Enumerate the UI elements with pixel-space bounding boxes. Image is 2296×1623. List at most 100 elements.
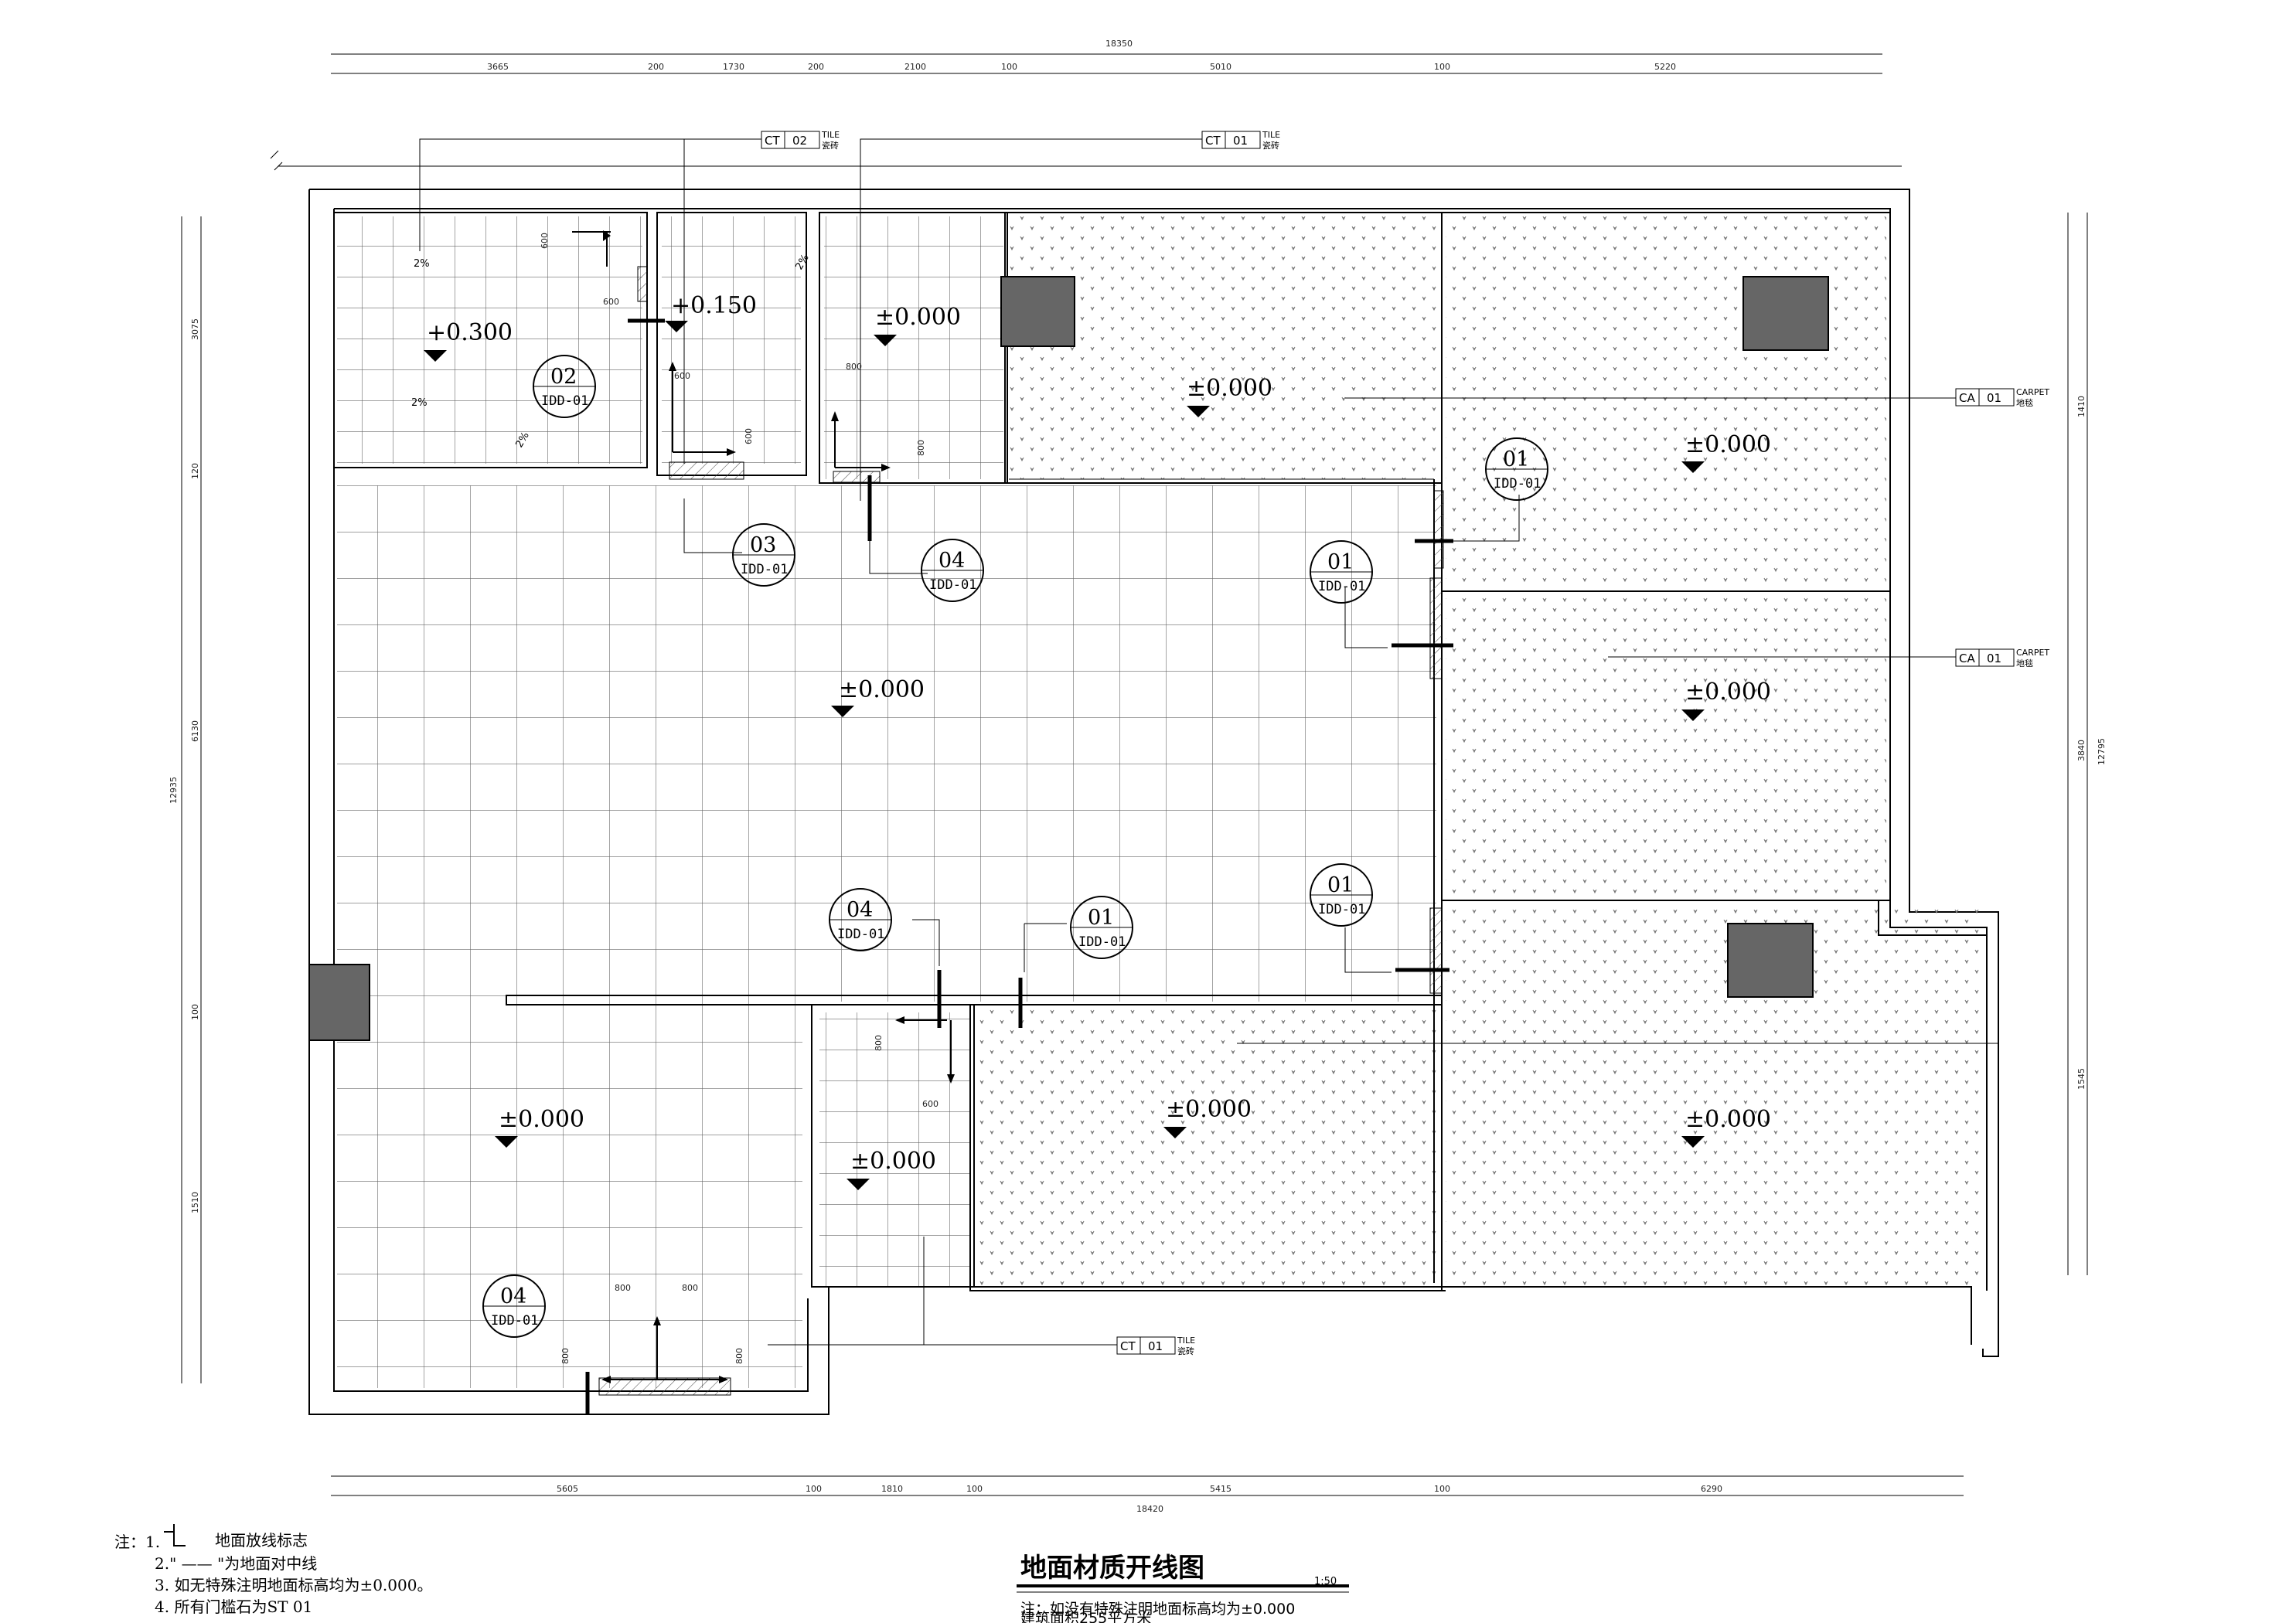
detail-tag-sheet: IDD-01 [1318, 579, 1365, 594]
setting-out-marks [572, 230, 955, 1383]
dim-local: 800 [615, 1283, 631, 1293]
material-number: 01 [1148, 1339, 1163, 1353]
material-code: CA [1959, 391, 1975, 405]
dim-top-seg: 200 [648, 62, 664, 72]
material-en: TILE [821, 130, 840, 140]
material-cn: 地毯 [2016, 397, 2033, 408]
material-cn: 瓷砖 [1177, 1346, 1194, 1356]
dim-local: 800 [682, 1283, 698, 1293]
column [308, 964, 370, 1041]
dim-bottom-seg: 100 [1434, 1484, 1450, 1494]
dim-top-seg: 3665 [487, 62, 509, 72]
dim-right-total: 12795 [2097, 738, 2107, 765]
level-text: ±0.000 [850, 1148, 936, 1175]
dimension-lines [181, 53, 2088, 1496]
detail-tag-sheet: IDD-01 [837, 927, 884, 942]
material-code: CT [1205, 134, 1221, 148]
note-line-1a: 注：1. [114, 1533, 160, 1551]
dim-top-seg: 1730 [723, 62, 744, 72]
dim-top-seg: 100 [1434, 62, 1450, 72]
detail-tag-number: 04 [847, 898, 873, 922]
column [1000, 276, 1075, 347]
dim-local: 800 [846, 362, 862, 372]
dim-left-seg: 3075 [190, 318, 200, 340]
level-texts: +0.300 +0.150 ±0.000 ±0.000 ±0.000 ±0.00… [427, 292, 1771, 1175]
slope-label: 2% [411, 397, 428, 409]
dim-top-seg: 5010 [1210, 62, 1231, 72]
leader-lines [419, 138, 1998, 1346]
dim-local: 600 [603, 297, 619, 307]
material-en: TILE [1262, 130, 1280, 140]
dim-left-seg: 6130 [190, 720, 200, 742]
dim-left-seg: 100 [190, 1004, 200, 1020]
interior-partitions [333, 212, 1987, 1291]
material-number: 01 [1987, 391, 2001, 405]
note-line-1b: 地面放线标志 [215, 1531, 308, 1550]
detail-tag-sheet: IDD-01 [1494, 476, 1541, 492]
level-text: ±0.000 [1685, 1106, 1771, 1133]
dim-local: 600 [744, 428, 754, 444]
dim-local: 800 [916, 440, 926, 456]
level-text: ±0.000 [1187, 375, 1272, 402]
dim-top-seg: 200 [808, 62, 824, 72]
detail-tag-sheet: IDD-01 [741, 562, 788, 577]
material-code: CA [1959, 652, 1975, 665]
detail-tag-number: 04 [500, 1284, 526, 1308]
detail-tag-sheet: IDD-01 [491, 1313, 538, 1329]
drawing-scale: 1:50 [1314, 1576, 1337, 1587]
material-cn: 地毯 [2016, 658, 2033, 669]
material-tag-texts: CT 02 TILE 瓷砖 CT 01 TILE 瓷砖 CA 01 CARPET… [765, 130, 2049, 1356]
detail-tag-number: 01 [1327, 873, 1354, 897]
material-en: CARPET [2016, 387, 2049, 397]
dimension-texts: 18350 3665 200 1730 200 2100 100 5010 10… [169, 39, 2107, 1514]
level-markers [424, 321, 1705, 1190]
carpet-zones [978, 216, 1979, 1291]
material-code: CT [765, 134, 780, 148]
title-block: 地面材质开线图 1:50 注：如没有特殊注明地面标高均为±0.000 建筑面积2… [1020, 1553, 1337, 1623]
material-number: 02 [792, 134, 807, 148]
detail-tag-number: 01 [1327, 550, 1354, 574]
dim-bottom-seg: 100 [966, 1484, 983, 1494]
level-text: ±0.000 [839, 676, 925, 703]
level-text: +0.150 [671, 292, 757, 319]
material-en: TILE [1177, 1335, 1195, 1346]
level-text: ±0.000 [1685, 679, 1771, 706]
detail-tag-sheet: IDD-01 [541, 393, 588, 409]
detail-tag-circles [482, 355, 1548, 1338]
dim-local: 800 [734, 1348, 744, 1364]
detail-tag-number: 03 [750, 533, 776, 557]
material-cn: 瓷砖 [822, 140, 839, 151]
dim-bottom-total: 18420 [1136, 1504, 1163, 1514]
dim-local: 600 [922, 1099, 938, 1109]
detail-tag-sheet: IDD-01 [929, 577, 976, 593]
material-en: CARPET [2016, 648, 2049, 658]
material-number: 01 [1987, 652, 2001, 665]
note-line-2: 2." —— "为地面对中线 [155, 1554, 317, 1573]
detail-tag-number: 01 [1088, 906, 1114, 930]
level-text: ±0.000 [499, 1106, 584, 1133]
dim-bottom-seg: 100 [806, 1484, 822, 1494]
general-notes: 注：1. 地面放线标志 2." —— "为地面对中线 3. 如无特殊注明地面标高… [114, 1531, 432, 1616]
detail-tag-sheet: IDD-01 [1078, 934, 1126, 950]
detail-tag-number: 04 [938, 549, 965, 573]
dim-top-seg: 100 [1001, 62, 1017, 72]
level-text: ±0.000 [875, 304, 961, 331]
dim-left-seg: 120 [190, 463, 200, 479]
note-line-4: 4. 所有门槛石为ST 01 [155, 1597, 312, 1616]
dim-left-total: 12935 [169, 777, 179, 804]
detail-tag-sheet: IDD-01 [1318, 902, 1365, 917]
level-text: +0.300 [427, 319, 513, 346]
material-number: 01 [1233, 134, 1248, 148]
structural-columns [308, 276, 1829, 1041]
dim-right-seg: 3840 [2076, 740, 2086, 761]
note-line-3: 3. 如无特殊注明地面标高均为±0.000。 [155, 1576, 432, 1594]
column [1742, 276, 1829, 351]
dim-local: 600 [540, 233, 550, 249]
slope-label: 2% [414, 258, 430, 270]
material-code: CT [1120, 1339, 1136, 1353]
dim-bottom-seg: 5415 [1210, 1484, 1231, 1494]
dim-top-total: 18350 [1105, 39, 1133, 49]
dim-bottom-seg: 5605 [557, 1484, 578, 1494]
level-text: ±0.000 [1166, 1096, 1252, 1123]
